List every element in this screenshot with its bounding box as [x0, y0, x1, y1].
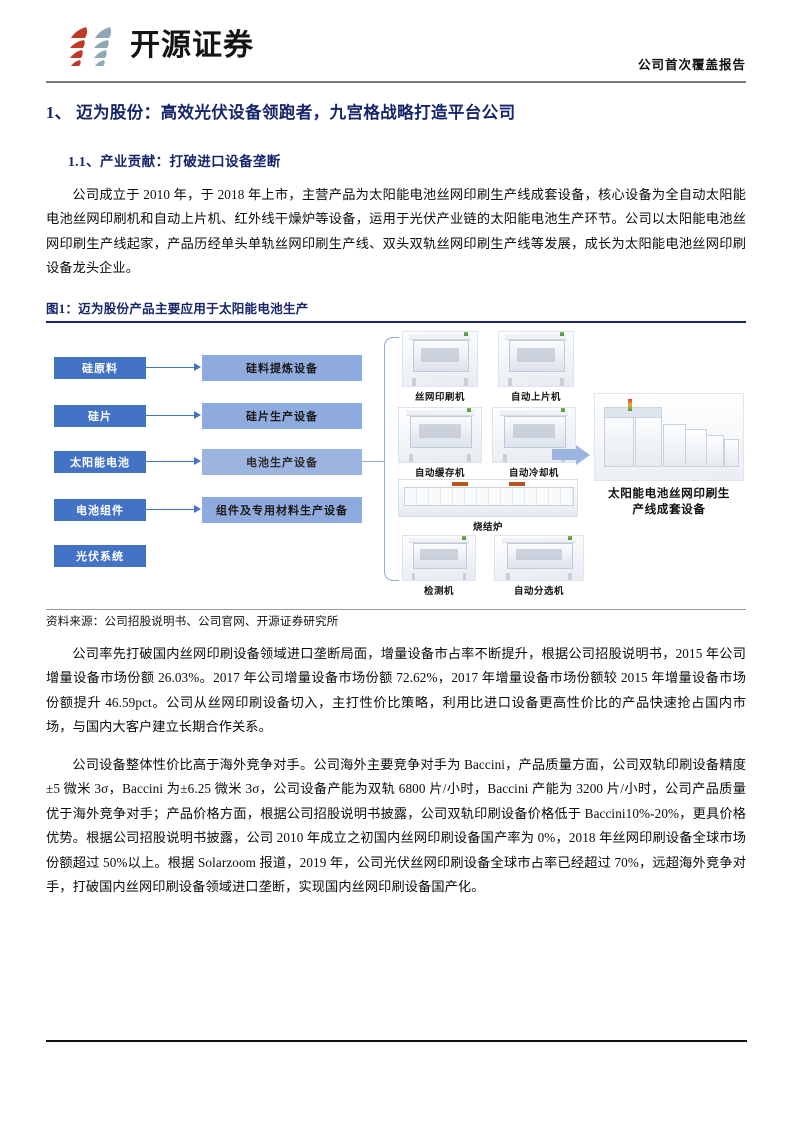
machine-label: 烧结炉	[473, 522, 503, 533]
line-roof	[603, 407, 663, 418]
machine-label: 自动冷却机	[509, 468, 559, 479]
machine-photo	[398, 478, 578, 517]
connector-line-4	[146, 508, 194, 511]
connector-line-3	[146, 460, 194, 463]
machine-leg-left	[411, 377, 416, 386]
line-unit-1	[603, 412, 634, 468]
figure-1: 图1：迈为股份产品主要应用于太阳能电池生产 硅原料 硅片 太阳能电池 电池组件 …	[46, 298, 746, 629]
header-divider	[46, 81, 746, 83]
machine-top-panel	[408, 334, 472, 341]
kaiyuan-logo-icon	[66, 24, 120, 68]
paragraph-2: 公司率先打破国内丝网印刷设备领域进口垄断局面，增量设备市占率不断提升，根据公司招…	[46, 645, 746, 735]
bracket-stem	[362, 460, 384, 463]
footer-divider	[46, 1040, 747, 1042]
machine-auto-buffer: 自动缓存机	[398, 406, 482, 479]
figure-1-diagram: 硅原料 硅片 太阳能电池 电池组件 光伏系统 硅料提炼设备 硅片生产设备 电池生…	[46, 323, 746, 609]
machine-label: 丝网印刷机	[415, 392, 465, 403]
brand-name: 开源证券	[130, 29, 254, 62]
figure-1-caption-rule	[46, 321, 746, 323]
paragraph-1: 公司成立于 2010 年，于 2018 年上市，主营产品为太阳能电池丝网印刷生产…	[46, 186, 746, 276]
machine-top-panel	[408, 537, 470, 543]
machine-leg-right	[568, 573, 573, 580]
machine-auto-loader: 自动上片机	[498, 330, 574, 403]
line-unit-4	[685, 429, 707, 468]
paragraph-3: 公司设备整体性价比高于海外竞争对手。公司海外主要竞争对手为 Baccini，产品…	[46, 756, 746, 895]
furnace-vent	[509, 482, 526, 486]
chain-left-box-2: 硅片	[54, 404, 146, 427]
line-unit-5	[706, 434, 725, 468]
production-line-label-1: 太阳能电池丝网印刷生	[608, 486, 730, 500]
machine-leg-left	[502, 453, 507, 462]
machine-label: 自动上片机	[511, 392, 561, 403]
line-unit-2	[634, 415, 663, 468]
chain-right-box-4: 组件及专用材料生产设备	[202, 496, 362, 523]
chain-left-box-5: 光伏系统	[54, 544, 146, 567]
machine-group-bracket	[384, 336, 399, 581]
machine-screen-printer: 丝网印刷机	[402, 330, 478, 403]
figure-1-source: 资料来源：公司招股说明书、公司官网、开源证券研究所	[46, 608, 746, 629]
line-unit-3	[663, 424, 686, 468]
status-lamp-icon	[568, 535, 573, 540]
machine-top-panel	[405, 410, 475, 417]
production-line-photo: 太阳能电池丝网印刷生 产线成套设备	[594, 392, 744, 520]
production-line-arrow-icon	[552, 444, 590, 465]
section-heading-1-1: 1.1、产业贡献：打破进口设备垄断	[68, 153, 281, 169]
connector-arrow-2	[194, 410, 201, 419]
machine-label: 自动分选机	[514, 586, 564, 597]
status-lamp-icon	[627, 398, 632, 411]
status-lamp-icon	[560, 331, 565, 336]
production-line-image	[594, 392, 744, 481]
page-header: 开源证券 公司首次覆盖报告	[46, 18, 746, 84]
status-lamp-icon	[561, 407, 566, 412]
brand-logo: 开源证券	[66, 24, 254, 68]
machine-top-panel	[504, 334, 568, 341]
machine-leg-right	[467, 453, 472, 462]
connector-arrow-1	[194, 362, 201, 371]
machine-photo	[398, 406, 482, 463]
status-lamp-icon	[464, 331, 469, 336]
chain-right-box-1: 硅料提炼设备	[202, 354, 362, 381]
machine-leg-left	[408, 453, 413, 462]
document-content: 1、 迈为股份：高效光伏设备领跑者，九宫格战略打造平台公司 1.1、产业贡献：打…	[46, 96, 746, 900]
connector-arrow-4	[194, 504, 201, 513]
arrow-shaft	[552, 449, 576, 460]
machine-photo	[498, 330, 574, 387]
chain-left-box-4: 电池组件	[54, 498, 146, 521]
machine-sintering-furnace: 烧结炉	[398, 478, 578, 533]
line-unit-6	[723, 438, 740, 468]
machine-leg-left	[505, 573, 510, 580]
report-type-label: 公司首次覆盖报告	[637, 58, 746, 72]
connector-arrow-3	[194, 456, 201, 465]
chain-left-box-1: 硅原料	[54, 356, 146, 379]
section-heading-1: 1、 迈为股份：高效光伏设备领跑者，九宫格战略打造平台公司	[46, 103, 516, 122]
machine-top-panel	[499, 410, 569, 417]
connector-line-2	[146, 414, 194, 417]
machine-photo	[402, 330, 478, 387]
chain-right-box-3: 电池生产设备	[202, 448, 362, 475]
machine-auto-cooler: 自动冷却机	[492, 406, 576, 479]
machine-top-panel	[502, 537, 576, 543]
machine-leg-left	[411, 573, 416, 580]
arrow-tip	[576, 444, 590, 465]
figure-1-caption: 图1：迈为股份产品主要应用于太阳能电池生产	[46, 302, 309, 316]
connector-line-1	[146, 366, 194, 369]
machine-auto-sorter: 自动分选机	[494, 534, 584, 597]
status-lamp-icon	[467, 407, 472, 412]
production-line-label-2: 产线成套设备	[632, 503, 706, 517]
machine-leg-right	[464, 377, 469, 386]
machine-label: 自动缓存机	[415, 468, 465, 479]
machine-photo	[402, 534, 476, 581]
status-lamp-icon	[462, 535, 467, 540]
machine-leg-right	[560, 377, 565, 386]
chain-left-box-3: 太阳能电池	[54, 450, 146, 473]
machine-inspection: 检测机	[402, 534, 476, 597]
machine-leg-left	[507, 377, 512, 386]
machine-leg-right	[462, 573, 467, 580]
machine-photo	[494, 534, 584, 581]
chain-right-box-2: 硅片生产设备	[202, 402, 362, 429]
machine-label: 检测机	[424, 586, 454, 597]
